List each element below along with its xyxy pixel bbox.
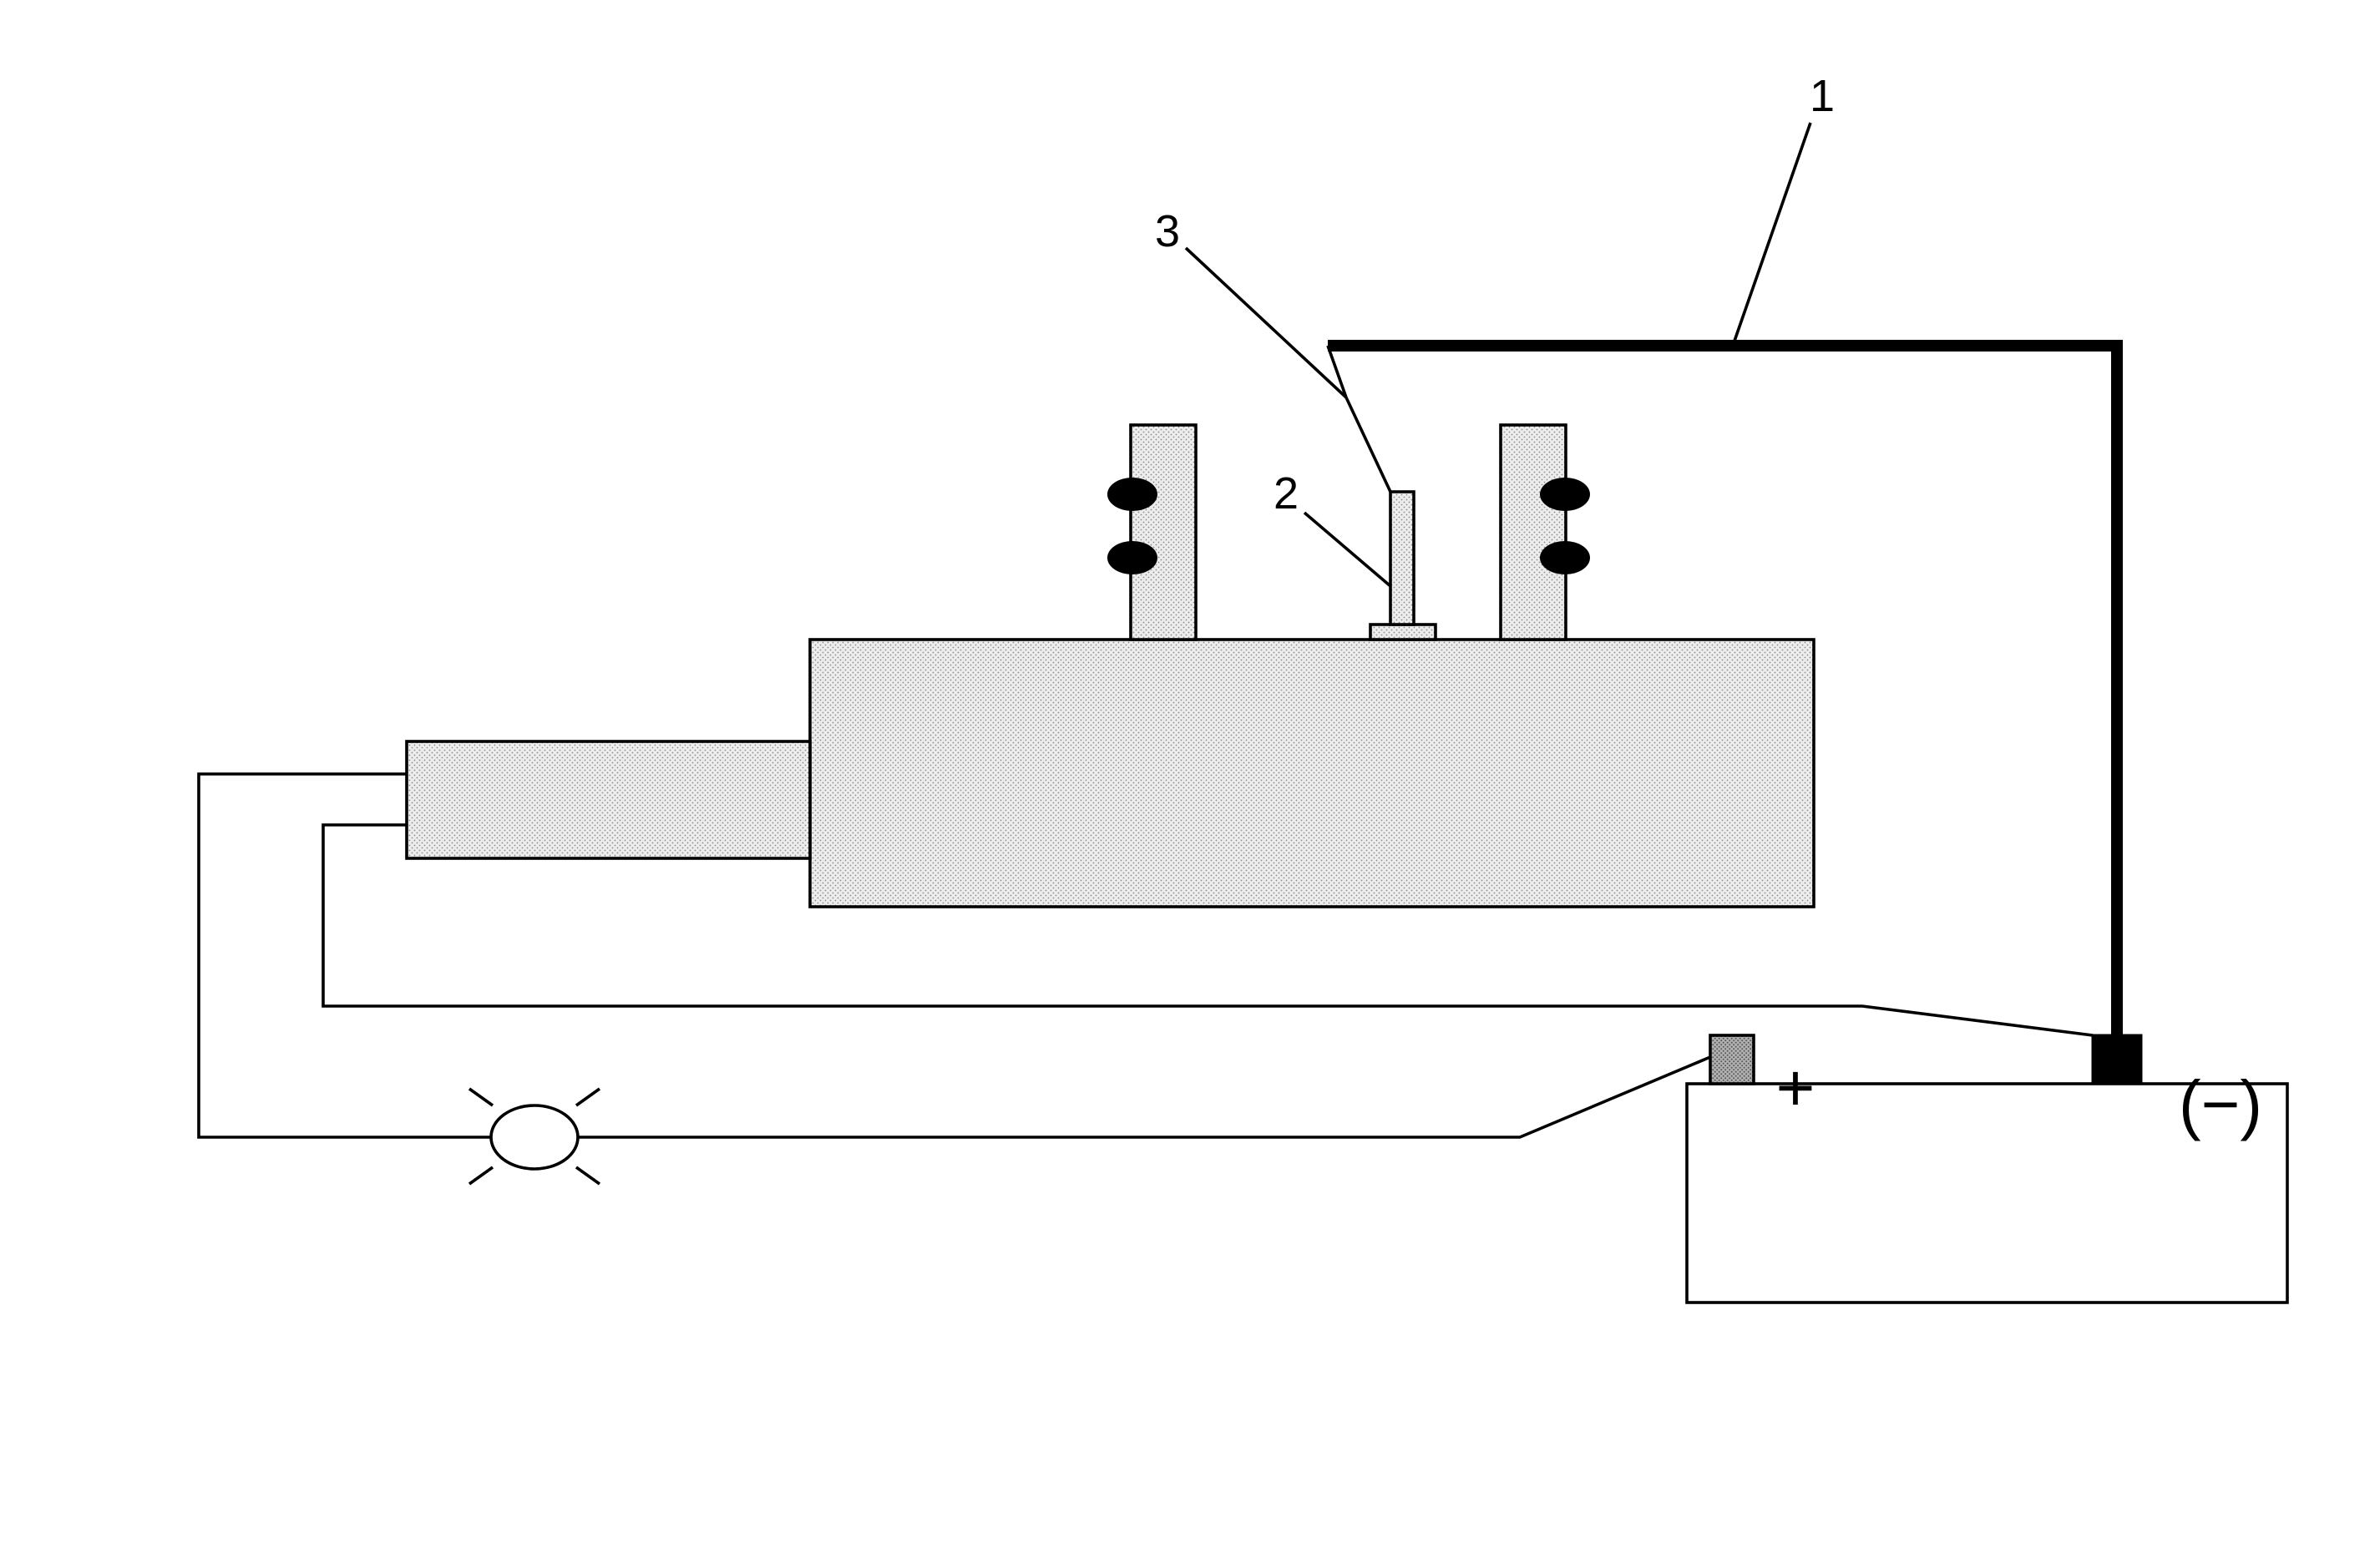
wire-lamp-to-positive-terminal	[578, 1055, 1711, 1139]
callout-3-leader	[1184, 246, 1348, 399]
wire-to-negative-terminal	[322, 823, 2094, 1037]
left-mount-bolt-lower	[1107, 541, 1157, 574]
main-body	[808, 638, 1815, 908]
lamp-ray-top-right	[575, 1087, 601, 1107]
wire-to-lamp	[197, 772, 491, 1139]
callout-2-label: 2	[1274, 468, 1299, 518]
battery-positive-terminal	[1709, 1034, 1755, 1085]
lamp-ray-bottom-right	[575, 1166, 601, 1186]
battery-positive-label: +	[1776, 1050, 1815, 1125]
left-mount-bolt-upper	[1107, 478, 1157, 511]
lamp-ray-bottom-left	[468, 1166, 494, 1186]
battery-negative-label: (−)	[2179, 1067, 2262, 1141]
battery-case	[1685, 1082, 2289, 1304]
ground-stud	[1389, 490, 1415, 626]
right-mount-bolt-lower	[1540, 541, 1590, 574]
battery-negative-terminal	[2091, 1034, 2143, 1085]
right-mount-bolt-upper	[1540, 478, 1590, 511]
left-mount-bracket	[1129, 423, 1198, 641]
callout-2-leader	[1303, 511, 1392, 588]
ground-stud-base	[1369, 623, 1437, 641]
lamp-ray-top-left	[468, 1087, 494, 1107]
right-mount-bracket	[1499, 423, 1567, 641]
callout-3-label: 3	[1155, 206, 1180, 256]
ground-wire	[1328, 340, 2123, 1040]
ground-wire-clip	[1326, 345, 1392, 493]
callout-1-label: 1	[1810, 71, 1835, 121]
plunger-extension	[405, 740, 812, 860]
callout-1-leader	[1731, 122, 1812, 347]
test-lamp	[489, 1104, 580, 1171]
